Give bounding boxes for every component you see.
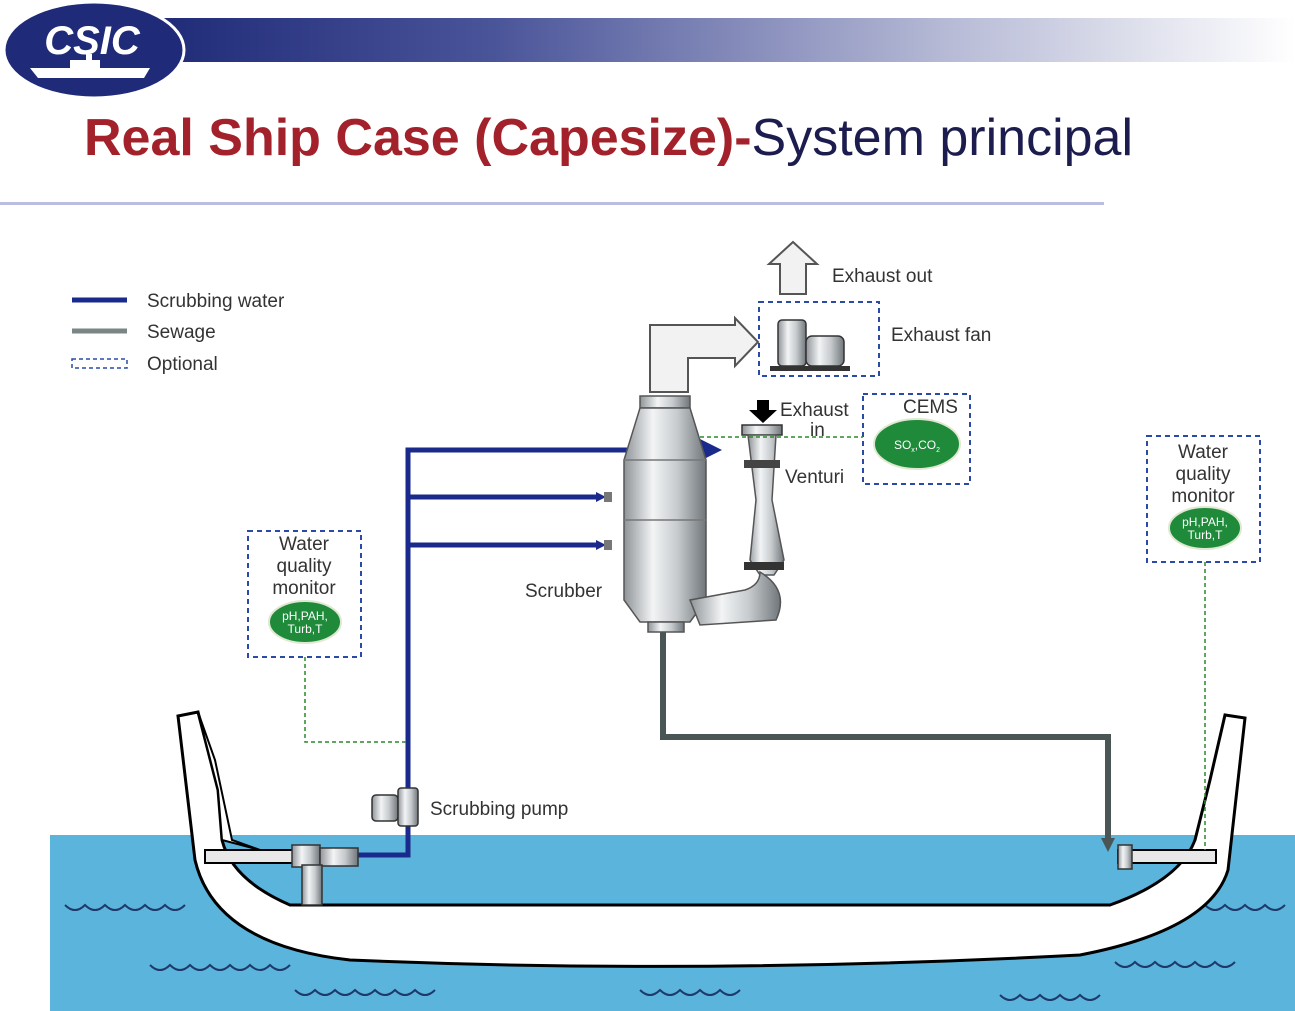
venturi bbox=[688, 424, 785, 626]
cems-label: CEMS bbox=[903, 397, 958, 418]
exhaust-in-label-2: in bbox=[810, 420, 825, 441]
exhaust-in-arrow bbox=[749, 400, 777, 423]
exhaust-fan-box bbox=[758, 301, 880, 377]
wqm-left-box bbox=[247, 530, 362, 658]
wqm-left-line-3: monitor bbox=[272, 578, 336, 599]
page-title: Real Ship Case (Capesize)-System princip… bbox=[84, 108, 1133, 168]
title-part-1: Real Ship Case (Capesize)- bbox=[84, 109, 752, 167]
wqm-right-line-1: Water bbox=[1178, 442, 1229, 463]
csic-logo: CSIC bbox=[2, 0, 186, 100]
legend-sewage-label: Sewage bbox=[147, 322, 216, 343]
cems-sensor-text: SOx,CO2 bbox=[894, 438, 940, 454]
wqm-right-sensor-line-1: pH,PAH, bbox=[1182, 515, 1228, 529]
legend-scrubbing-water-label: Scrubbing water bbox=[147, 291, 285, 312]
wqm-left-signal-line bbox=[304, 657, 408, 743]
scrubbing-pump bbox=[371, 787, 419, 827]
wqm-right-sensor bbox=[1168, 506, 1242, 550]
wqm-left-line-2: quality bbox=[277, 556, 332, 577]
exhaust-fan-label: Exhaust fan bbox=[891, 325, 991, 346]
sea-chest-inlet bbox=[204, 849, 301, 864]
title-part-2: System principal bbox=[751, 109, 1134, 167]
scrubbing-pump-label: Scrubbing pump bbox=[430, 799, 568, 820]
sewage-pipe bbox=[660, 632, 1111, 842]
wqm-right-line-3: monitor bbox=[1171, 486, 1235, 507]
legend-optional-swatch bbox=[71, 358, 128, 369]
scrubber-tower bbox=[623, 395, 707, 633]
venturi-label: Venturi bbox=[785, 467, 844, 488]
legend: Scrubbing water Sewage Optional bbox=[71, 291, 285, 375]
svg-text:CSIC: CSIC bbox=[44, 19, 141, 63]
cems-sensor bbox=[873, 418, 961, 470]
wqm-left-sensor-line-1: pH,PAH, bbox=[282, 609, 328, 623]
wave-marks bbox=[64, 903, 1286, 1001]
wqm-left-sensor-line-2: Turb,T bbox=[288, 622, 324, 636]
wqm-left-sensor bbox=[268, 600, 342, 644]
wqm-right-line-2: quality bbox=[1176, 464, 1231, 485]
ship-hull bbox=[176, 710, 1247, 968]
title-underline bbox=[0, 202, 1104, 205]
exhaust-fan-icon bbox=[770, 319, 850, 371]
legend-optional-label: Optional bbox=[147, 354, 218, 375]
exhaust-out-arrow bbox=[766, 240, 820, 295]
exhaust-duct bbox=[649, 315, 760, 393]
header-band bbox=[150, 18, 1295, 62]
exhaust-out-label: Exhaust out bbox=[832, 266, 933, 287]
scrubber-label: Scrubber bbox=[525, 581, 603, 602]
wqm-right-sensor-line-2: Turb,T bbox=[1188, 528, 1224, 542]
exhaust-in-label-1: Exhaust bbox=[780, 400, 849, 421]
wqm-right-box bbox=[1146, 435, 1261, 563]
scrubbing-water-pipes bbox=[358, 430, 722, 858]
wqm-left-line-1: Water bbox=[279, 534, 330, 555]
